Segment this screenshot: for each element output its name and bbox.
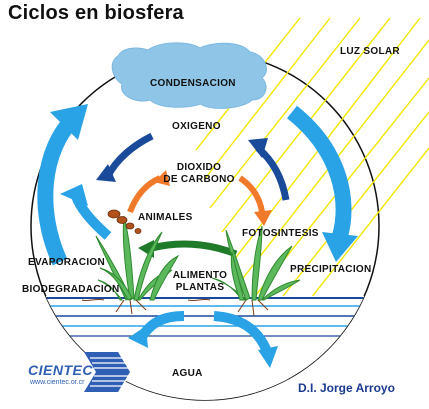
label-dioxido-line1: DIOXIDO [176, 162, 222, 173]
label-oxigeno: OXIGENO [172, 121, 221, 132]
author-credit: D.I. Jorge Arroyo [298, 381, 395, 395]
plants-right [211, 225, 301, 301]
label-luz-solar: LUZ SOLAR [340, 46, 400, 57]
cientec-url: www.cientec.or.cr [30, 379, 85, 386]
label-dioxido-line2: DE CARBONO [163, 174, 235, 185]
label-fotosintesis: FOTOSINTESIS [242, 228, 319, 239]
water-uptake-right-arrowhead [258, 346, 278, 368]
label-alimento-line1: ALIMENTO [172, 270, 228, 281]
label-biodegradacion: BIODEGRADACION [22, 284, 120, 295]
label-condensacion: CONDENSACION [150, 78, 236, 89]
food-arrow [151, 240, 238, 258]
evaporation-arrowhead [50, 104, 88, 140]
co2-arrow-right [238, 175, 265, 213]
label-alimento-plantas: ALIMENTO PLANTAS [160, 270, 240, 294]
oxygen-arrowhead-left [96, 164, 116, 182]
cientec-brand-name: CIENTEC [28, 362, 93, 378]
label-agua: AGUA [172, 368, 203, 379]
label-dioxido-de-carbono: DIOXIDO DE CARBONO [156, 162, 242, 186]
label-precipitacion: PRECIPITACION [290, 264, 372, 275]
oxygen-arrowhead-right [248, 138, 268, 158]
cientec-logo-icon [84, 352, 130, 392]
precipitation-arrowhead [322, 232, 358, 262]
evaporation-arc [37, 112, 80, 266]
small-evaporation-arrowhead [60, 184, 88, 206]
animals-bugs [107, 209, 142, 234]
co2-arrowhead-right [254, 210, 272, 226]
plants-left [95, 215, 180, 301]
label-animales: ANIMALES [138, 212, 193, 223]
water-uptake-left-arrowhead [128, 326, 148, 348]
precipitation-arc [286, 105, 352, 239]
plant-roots [81, 298, 269, 317]
water-uptake-right-arrow [213, 311, 273, 356]
label-evaporacion: EVAPORACION [28, 257, 106, 268]
oxygen-arrow-left [104, 132, 154, 178]
label-alimento-line2: PLANTAS [175, 282, 225, 293]
page-title: Ciclos en biosfera [8, 2, 184, 24]
co2-arrowhead-left [154, 170, 170, 186]
cloud [111, 42, 267, 109]
